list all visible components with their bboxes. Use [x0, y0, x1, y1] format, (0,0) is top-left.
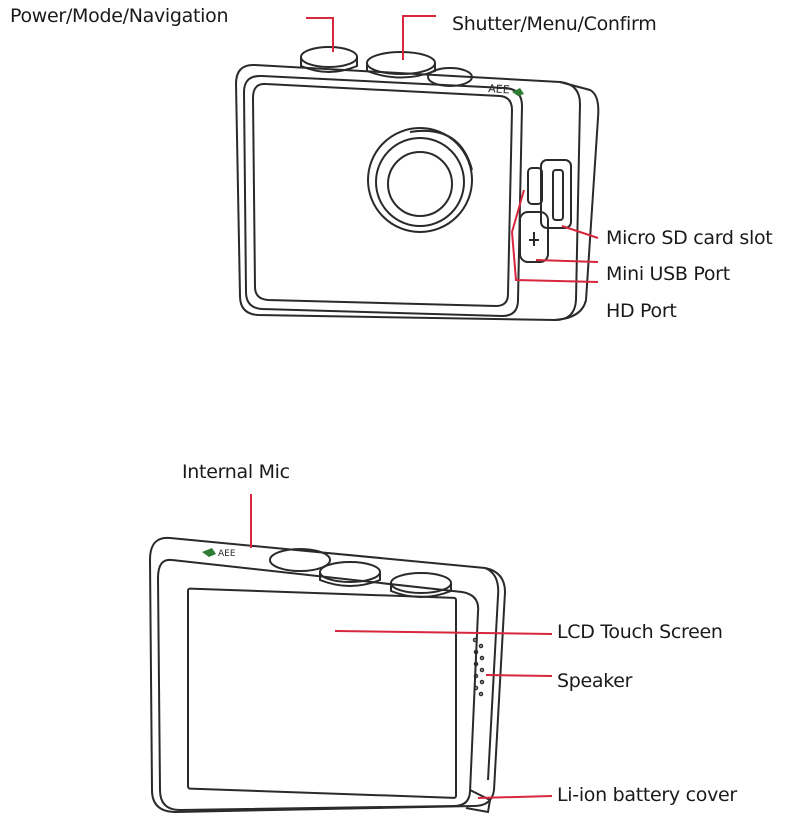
usb-door	[519, 211, 549, 263]
leader-speaker	[485, 674, 553, 677]
front-camera	[234, 46, 600, 322]
label-hd-port: HD Port	[606, 300, 677, 322]
back-body-outer	[148, 536, 507, 814]
back-camera	[148, 536, 507, 814]
label-mini-usb-port: Mini USB Port	[606, 263, 730, 285]
leader-hd	[510, 189, 599, 283]
label-power-mode-navigation: Power/Mode/Navigation	[10, 5, 229, 27]
back-logo: AEE	[202, 548, 236, 559]
shutter-button	[366, 51, 436, 75]
label-shutter-menu-confirm: Shutter/Menu/Confirm	[452, 13, 657, 35]
power-button	[300, 46, 358, 68]
svg-text:AEE: AEE	[488, 82, 510, 96]
lcd-screen	[187, 587, 457, 799]
front-logo: AEE	[488, 82, 524, 96]
label-internal-mic: Internal Mic	[182, 461, 290, 483]
speaker-grille	[472, 637, 485, 697]
label-lcd-touch-screen: LCD Touch Screen	[557, 621, 723, 643]
leader-lcd	[334, 630, 553, 635]
leader-usb	[535, 259, 599, 263]
leader-sd	[561, 225, 599, 239]
leader-battery	[477, 795, 553, 799]
svg-text:AEE: AEE	[218, 549, 236, 559]
front-leader-lines	[306, 15, 599, 283]
label-micro-sd-card-slot: Micro SD card slot	[606, 227, 773, 249]
lens-ring	[375, 137, 465, 227]
label-li-ion-battery-cover: Li-ion battery cover	[557, 784, 737, 806]
leader-shutter	[402, 15, 436, 60]
back-leader-lines	[250, 494, 553, 799]
lens-glass	[387, 151, 453, 217]
label-speaker: Speaker	[557, 670, 633, 692]
leader-power	[306, 17, 334, 52]
front-body-inner	[242, 74, 524, 318]
lens-outer	[367, 127, 473, 233]
